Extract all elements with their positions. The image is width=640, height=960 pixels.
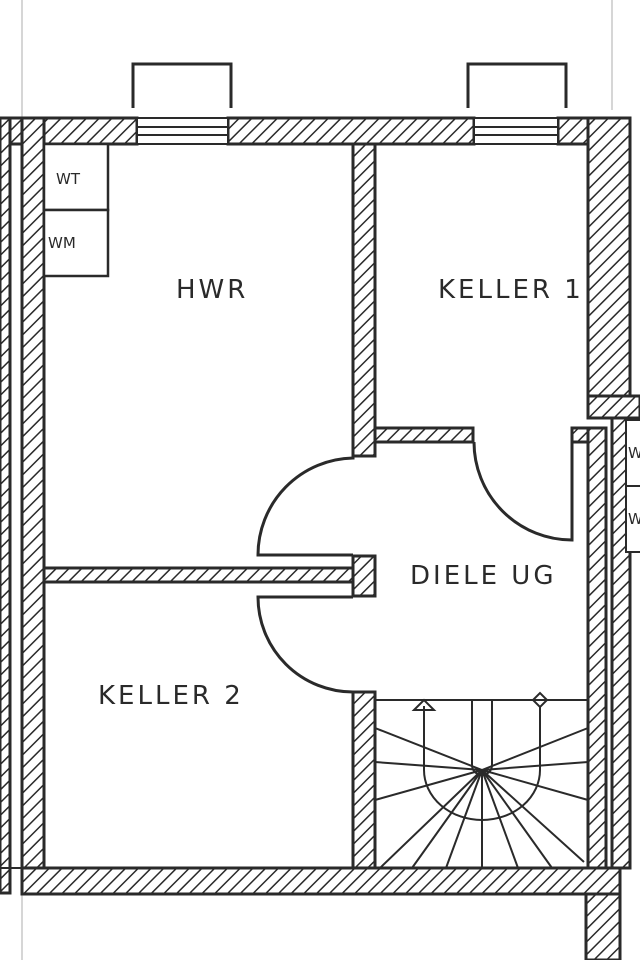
- wall-right-upper: [586, 116, 632, 420]
- room-label-diele: DIELE UG: [410, 561, 556, 591]
- wall-pier-diele: [351, 554, 377, 598]
- room-label-keller1: KELLER 1: [438, 275, 584, 305]
- wall-keller2-stairs: [351, 690, 377, 870]
- wall-keller1-bottom: [373, 426, 475, 444]
- light-well-right: [466, 62, 568, 108]
- dryer-box: WT: [42, 142, 110, 212]
- wall-top-mid: [226, 116, 476, 146]
- door-keller2-swing: [256, 595, 354, 694]
- wall-hwr-keller2: [42, 566, 356, 584]
- door-keller1-swing: [472, 441, 574, 542]
- wall-left-outer-strip: [0, 116, 12, 895]
- washer-box: WM: [42, 208, 110, 278]
- wall-right-lower-inner: [586, 426, 608, 870]
- wall-right-step: [586, 394, 640, 420]
- edge-box-upper-label: W: [628, 444, 640, 462]
- washer-label: WM: [48, 234, 76, 252]
- room-label-hwr: HWR: [176, 275, 248, 305]
- staircase: [374, 691, 589, 869]
- wall-bottom: [20, 866, 622, 896]
- edge-box-lower: [625, 485, 640, 553]
- wall-hwr-keller1: [351, 142, 377, 458]
- wall-left: [20, 116, 46, 895]
- window-keller1: [473, 117, 559, 145]
- light-well-left: [131, 62, 233, 108]
- room-label-keller2: KELLER 2: [98, 681, 244, 711]
- window-hwr: [136, 117, 229, 145]
- wall-keller1-bottom-stub: [570, 426, 590, 444]
- dryer-label: WT: [56, 170, 81, 188]
- door-hwr-swing: [256, 456, 355, 557]
- edge-box-lower-label: W: [628, 510, 640, 528]
